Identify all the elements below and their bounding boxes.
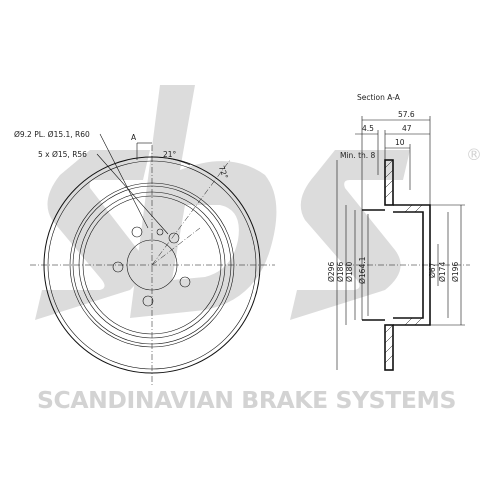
dia-196: Ø196 (451, 262, 460, 282)
callout-holes: Ø9.2 PL. Ø15.1, R60 (14, 130, 90, 139)
hatch (384, 159, 394, 169)
hatch (384, 324, 394, 334)
bolt-hole (131, 226, 143, 238)
min-thickness: Min. th. 8 (340, 151, 376, 160)
sbs-logo-watermark: ® SCANDINAVIAN BRAKE SYSTEMS (35, 85, 482, 414)
section-view: Section A-A 57.6 4.5 47 10 Min. th. 8 (327, 93, 470, 371)
dia-164-1: Ø164.1 (358, 256, 367, 284)
hatch (384, 189, 394, 199)
bolt-holes (112, 226, 191, 307)
angled-centerline-2 (151, 227, 201, 266)
hatch (384, 344, 394, 354)
dia-174: Ø174 (438, 262, 447, 282)
registered-mark: ® (466, 145, 482, 164)
dim-47: 47 (402, 124, 412, 133)
dim-57-6: 57.6 (398, 110, 415, 119)
angle-label: 21° (163, 150, 177, 159)
dim-4-5: 4.5 (362, 124, 374, 133)
angle2-label: 72° (217, 165, 230, 181)
company-name-watermark: SCANDINAVIAN BRAKE SYSTEMS (37, 386, 456, 414)
hatch (404, 204, 413, 213)
angle-arc (151, 156, 191, 166)
bolt-hole (142, 295, 154, 307)
dia-296: Ø296 (327, 262, 336, 282)
front-view: A 21° 72° Ø9.2 PL. Ø15.1, R60 5 x Ø15, R… (14, 130, 275, 385)
hatch (384, 354, 394, 364)
callout-bolts: 5 x Ø15, R56 (38, 150, 87, 159)
bolt-hole (112, 261, 124, 273)
hatch (384, 179, 394, 189)
hatch (384, 334, 394, 344)
bolts-leader-line (96, 153, 169, 235)
pin-hole (156, 228, 164, 236)
hatch (404, 317, 413, 326)
dia-186: Ø186 (336, 262, 345, 282)
hatch (384, 169, 394, 179)
section-title: Section A-A (357, 93, 401, 102)
hatch (414, 317, 423, 326)
dia-180: Ø180 (345, 262, 354, 282)
dia-67: Ø67 (428, 262, 437, 278)
bolt-hole (168, 232, 180, 244)
section-marker: A (131, 133, 137, 142)
friction-ring-bottom (384, 324, 394, 371)
holes-leader-line (99, 133, 149, 229)
bolt-hole (179, 276, 191, 288)
hatch (414, 204, 423, 213)
friction-ring-top (384, 159, 394, 206)
dim-10: 10 (395, 138, 405, 147)
